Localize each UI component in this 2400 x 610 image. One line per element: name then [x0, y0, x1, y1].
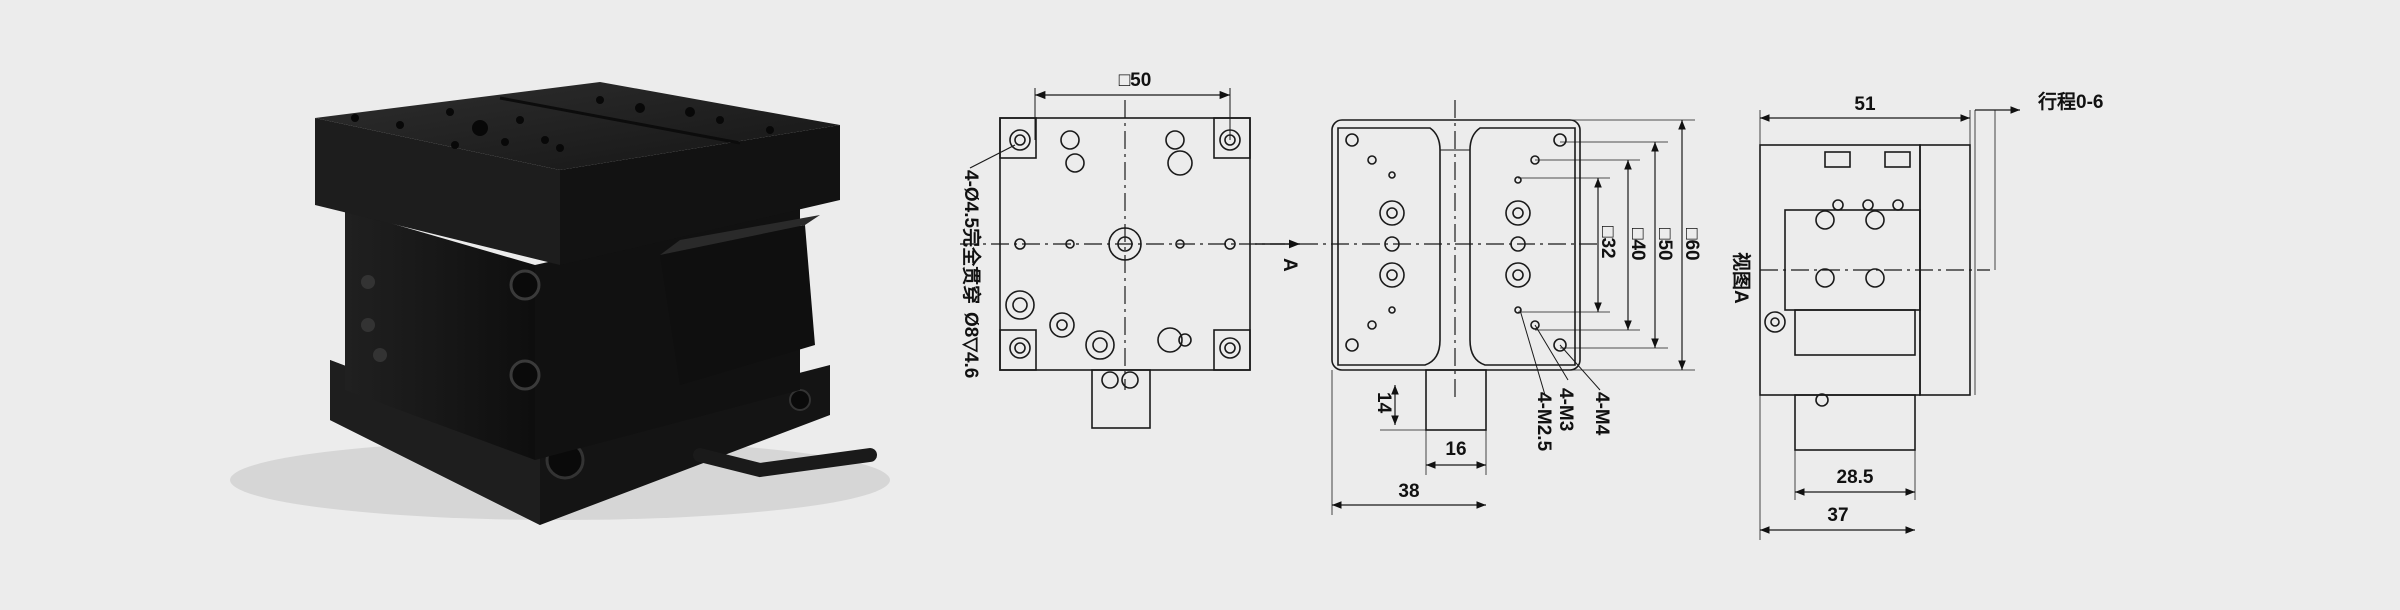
middle-body [345, 210, 535, 460]
dim-side-60: □60 [1681, 228, 1702, 261]
dim-view-a-37: 37 [1827, 505, 1848, 526]
dim-side-32: □32 [1597, 226, 1618, 259]
dim-side-50: □50 [1654, 228, 1675, 261]
side-view [1300, 100, 1695, 515]
view-a [1759, 106, 2020, 540]
top-plate [315, 82, 840, 170]
label-m3: 4-M3 [1555, 388, 1576, 431]
dim-side-14: 14 [1373, 392, 1394, 414]
dim-view-a-285: 28.5 [1837, 467, 1874, 488]
dim-front-50: □50 [1119, 70, 1152, 91]
label-view-a: 视图A [1730, 252, 1753, 304]
front-view [960, 88, 1300, 429]
hole-note-counterbore: Ø8▽4.6 [960, 312, 981, 378]
product-photo [230, 82, 890, 525]
hole-note-through: 4-Ø4.5完全贯穿 [960, 170, 983, 304]
adjuster-knob [660, 225, 815, 385]
dim-side-40: □40 [1627, 228, 1648, 261]
dim-side-38: 38 [1398, 481, 1419, 502]
label-m25: 4-M2.5 [1533, 392, 1554, 452]
dim-view-a-51: 51 [1854, 94, 1876, 115]
label-view-arrow-a: A [1279, 258, 1300, 272]
label-stroke: 行程0-6 [2037, 90, 2103, 113]
lever-handle [693, 448, 877, 478]
label-m4: 4-M4 [1591, 392, 1612, 436]
dim-side-16: 16 [1445, 439, 1466, 460]
